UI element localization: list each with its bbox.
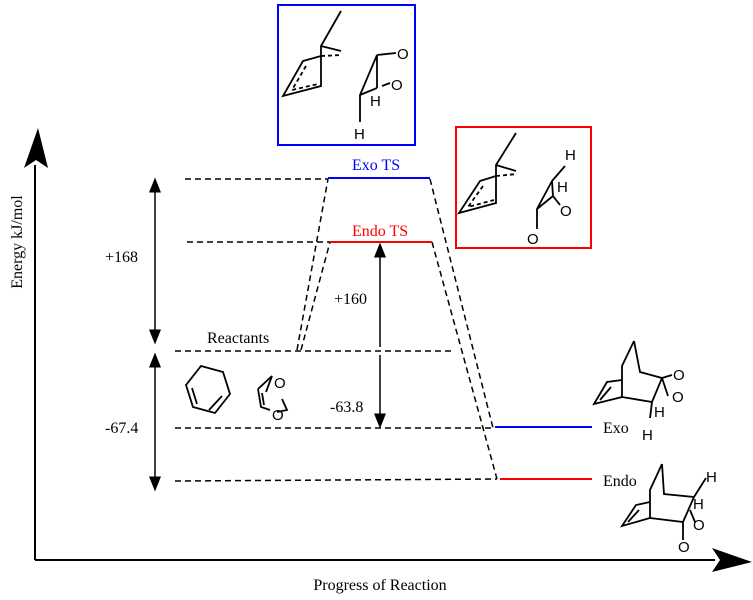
endo-product-oxygen-2: O bbox=[678, 539, 690, 556]
exo-product-label: Exo bbox=[603, 420, 629, 437]
reactants-label: Reactants bbox=[207, 330, 269, 347]
dioxole-oxygen-1: O bbox=[274, 375, 286, 392]
endo-path-left bbox=[300, 241, 331, 351]
exo-ts-box bbox=[277, 4, 416, 146]
exo-ts-label: Exo TS bbox=[352, 157, 400, 174]
exo-reaction-value: -67.4 bbox=[105, 420, 138, 437]
endo-ts-box bbox=[455, 126, 592, 249]
y-axis-arrowhead bbox=[24, 128, 48, 168]
cyclohexadiene-structure bbox=[184, 364, 232, 415]
endo-ts-oxygen-1: O bbox=[560, 203, 572, 220]
endo-reaction-value: -63.8 bbox=[330, 399, 363, 416]
y-axis-label: Energy kJ/mol bbox=[9, 195, 26, 289]
exo-ts-oxygen-2: O bbox=[391, 77, 403, 94]
dioxole-structure: O O bbox=[257, 375, 289, 424]
endo-ts-hydrogen-1: H bbox=[565, 147, 576, 164]
exo-ts-hydrogen-1: H bbox=[370, 93, 381, 110]
exo-product-hydrogen-1: H bbox=[654, 404, 665, 421]
endo-product-label: Endo bbox=[603, 473, 637, 490]
exo-product-structure: O O H H bbox=[592, 340, 685, 444]
endo-ts-hydrogen-2: H bbox=[557, 179, 568, 196]
endo-ts-oxygen-2: O bbox=[527, 231, 539, 248]
exo-product-oxygen-2: O bbox=[672, 389, 684, 406]
endo-product-structure: H H O O bbox=[619, 463, 717, 556]
endo-path-right bbox=[431, 241, 498, 480]
exo-ts-structure: O O H H bbox=[281, 10, 409, 143]
exo-path-right bbox=[429, 178, 494, 429]
dioxole-oxygen-2: O bbox=[272, 407, 284, 424]
exo-path-left bbox=[296, 178, 329, 351]
exo-barrier-value: +168 bbox=[105, 249, 138, 266]
x-axis-label: Progress of Reaction bbox=[313, 577, 446, 594]
exo-ts-oxygen-1: O bbox=[397, 46, 409, 63]
exo-product-hydrogen-2: H bbox=[642, 427, 653, 444]
endo-product-hydrogen-2: H bbox=[693, 496, 704, 513]
endo-product-hydrogen-1: H bbox=[706, 469, 717, 486]
endo-product-guide bbox=[174, 478, 498, 482]
exo-product-oxygen-1: O bbox=[673, 367, 685, 384]
endo-barrier-value: +160 bbox=[334, 291, 367, 308]
endo-product-oxygen-1: O bbox=[693, 517, 705, 534]
exo-ts-hydrogen-2: H bbox=[354, 126, 365, 143]
endo-ts-structure: H H O O bbox=[456, 132, 576, 248]
endo-ts-label: Endo TS bbox=[352, 223, 408, 240]
x-axis-arrowhead bbox=[712, 548, 752, 572]
